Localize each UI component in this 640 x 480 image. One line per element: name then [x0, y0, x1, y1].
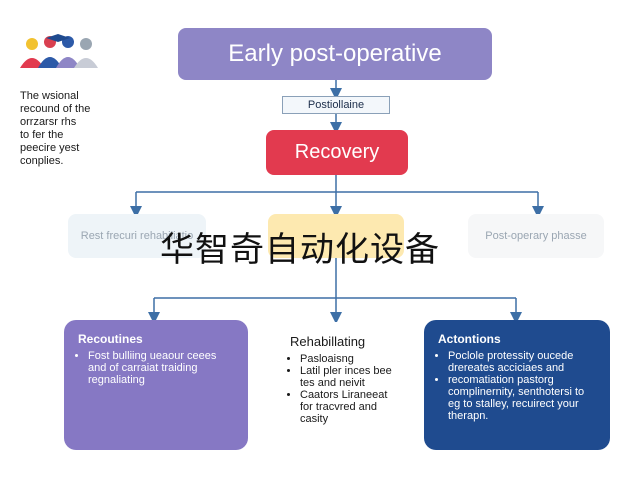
card-right: Actontions Poclole protessity oucede dre… [424, 320, 610, 450]
card-center: Rehabillating Pasloaisng Latil pler ince… [276, 322, 416, 452]
side-note-line: The wsional [20, 90, 79, 102]
card-title: Rehabillating [290, 334, 366, 349]
recovery-box: Recovery [266, 130, 408, 175]
title-box: Early post-operative [178, 28, 492, 80]
side-note: The wsional recound of the orrzarsr rhs … [20, 90, 130, 168]
side-note-line: recound of the [20, 103, 91, 115]
card-title: Recoutines [78, 332, 143, 346]
card-title: Actontions [438, 332, 501, 346]
title-text: Early post-operative [228, 40, 442, 67]
card-list: Fost bulliing ueaour ceees and of carrai… [78, 350, 234, 386]
side-note-line: orrzarsr rhs [20, 116, 77, 128]
side-note-line: peecire yest [20, 142, 80, 154]
side-note-line: to fer the [20, 129, 64, 141]
card-list: Poclole protessity oucede drereates acci… [438, 350, 596, 422]
watermark-text: 华智奇自动化设备 [160, 230, 440, 270]
branch-text: Rest frecuri rehabiliatio [80, 230, 194, 242]
card-left: Recoutines Fost bulliing ueaour ceees an… [64, 320, 248, 450]
card-item: Latil pler inces bee tes and neivit [300, 365, 402, 389]
branch-box-left: Rest frecuri rehabiliatio [68, 214, 206, 258]
card-item: recomatiation pastorg complinernity, sen… [448, 374, 596, 422]
recovery-text: Recovery [294, 141, 380, 163]
people-group-icon [20, 34, 98, 68]
card-list: Pasloaisng Latil pler inces bee tes and … [290, 353, 402, 425]
subtitle-text: Postiollaine [307, 99, 365, 111]
card-item: Caators Liraneeat for tracvred and casit… [300, 389, 402, 425]
branch-box-right: Post-operary phasse [468, 214, 604, 258]
card-item: Fost bulliing ueaour ceees and of carrai… [88, 350, 234, 386]
branch-text: Post-operary phasse [485, 230, 587, 242]
card-item: Poclole protessity oucede drereates acci… [448, 350, 596, 374]
branch-box-center [268, 214, 404, 258]
card-item: Pasloaisng [300, 353, 402, 365]
subtitle-label: Postiollaine [282, 96, 390, 114]
side-note-line: conplies. [20, 155, 64, 167]
